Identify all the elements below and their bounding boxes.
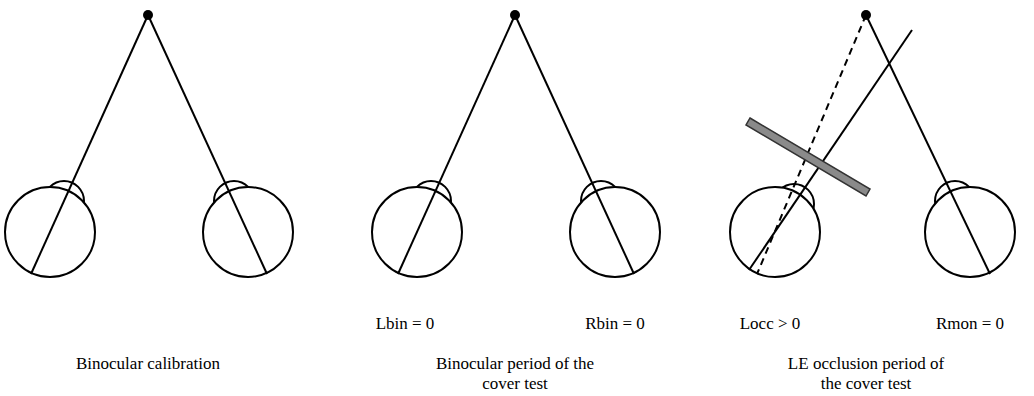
- angle-label: Locc > 0: [740, 314, 801, 334]
- angle-label: Lbin = 0: [376, 314, 435, 334]
- panel-caption: LE occlusion period of the cover test: [781, 354, 951, 394]
- angle-label: Rbin = 0: [585, 314, 645, 334]
- panel-caption: Binocular period of the cover test: [430, 354, 600, 394]
- panel-caption: Binocular calibration: [48, 354, 248, 374]
- angle-label: Rmon = 0: [936, 314, 1004, 334]
